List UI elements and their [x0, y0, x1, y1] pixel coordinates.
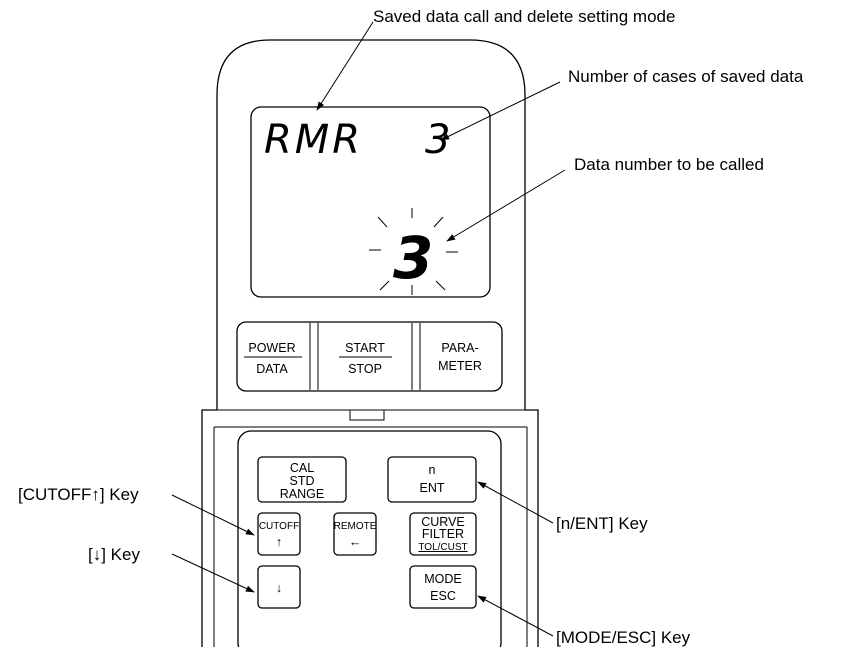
- curve-key-label: CURVE: [421, 515, 465, 529]
- power-key-label: POWER: [248, 341, 295, 355]
- cases-leader-line: [440, 81, 561, 141]
- parameter-key-label-top: PARA-: [441, 341, 478, 355]
- cal-key-label: CAL: [290, 461, 314, 475]
- esc-key-label: ESC: [430, 589, 456, 603]
- mode-esc-leader-line: [477, 595, 554, 637]
- lcd-data-number-value: 3: [393, 224, 433, 292]
- keypad-panel: CAL STD RANGE n ENT CUTOFF ↑ REMOTE ← CU…: [237, 430, 502, 647]
- mode-leader-line: [316, 21, 374, 111]
- start-stop-key[interactable]: START STOP: [339, 341, 392, 376]
- cutoff-up-key-annotation: [CUTOFF↑] Key: [18, 485, 139, 504]
- tol-cust-key-label: TOL/CUST: [418, 542, 467, 553]
- down-key-annotation: [↓] Key: [88, 545, 140, 564]
- down-key[interactable]: ↓: [257, 565, 301, 609]
- lcd-screen: RMR 3 3: [250, 106, 491, 298]
- up-arrow-icon: ↑: [276, 535, 282, 549]
- annotations: Saved data call and delete setting mode …: [18, 7, 804, 647]
- mode-key-label: MODE: [424, 572, 462, 586]
- remote-key-label: REMOTE: [334, 521, 377, 532]
- parameter-key[interactable]: PARA- METER: [438, 341, 482, 373]
- mode-esc-key[interactable]: MODE ESC: [409, 565, 477, 609]
- filter-key-label: FILTER: [422, 527, 464, 541]
- data-number-leader-line: [446, 169, 566, 242]
- range-key-label: RANGE: [280, 487, 324, 501]
- cal-std-range-key[interactable]: CAL STD RANGE: [257, 456, 347, 503]
- lcd-cases-value: 3: [425, 117, 450, 163]
- remote-left-key[interactable]: REMOTE ←: [333, 512, 377, 556]
- cases-annotation: Number of cases of saved data: [568, 67, 804, 86]
- curve-filter-key[interactable]: CURVE FILTER TOL/CUST: [409, 512, 477, 556]
- data-key-label: DATA: [256, 362, 288, 376]
- top-key-row: POWER DATA START STOP PARA- METER: [236, 321, 503, 392]
- start-key-label: START: [345, 341, 385, 355]
- power-data-key[interactable]: POWER DATA: [244, 341, 302, 376]
- device-body: [201, 39, 539, 647]
- std-key-label: STD: [290, 474, 315, 488]
- cutoff-up-leader-line: [171, 494, 255, 536]
- n-ent-leader-line: [477, 481, 554, 524]
- lcd-mode-text: RMR: [264, 117, 363, 163]
- cutoff-up-key[interactable]: CUTOFF ↑: [257, 512, 301, 556]
- mode-annotation: Saved data call and delete setting mode: [373, 7, 675, 26]
- left-arrow-icon: ←: [349, 535, 362, 549]
- cutoff-key-label: CUTOFF: [259, 521, 299, 532]
- n-ent-key[interactable]: n ENT: [387, 456, 477, 503]
- blink-indicator-icon: [369, 208, 458, 295]
- mode-esc-key-annotation: [MODE/ESC] Key: [556, 628, 691, 647]
- down-arrow-icon: ↓: [276, 581, 282, 595]
- parameter-key-label-bottom: METER: [438, 359, 482, 373]
- down-key-leader-line: [171, 553, 255, 593]
- ent-key-label: ENT: [420, 481, 445, 495]
- n-ent-key-annotation: [n/ENT] Key: [556, 514, 648, 533]
- data-number-annotation: Data number to be called: [574, 155, 764, 174]
- stop-key-label: STOP: [348, 362, 382, 376]
- n-key-label: n: [429, 463, 436, 477]
